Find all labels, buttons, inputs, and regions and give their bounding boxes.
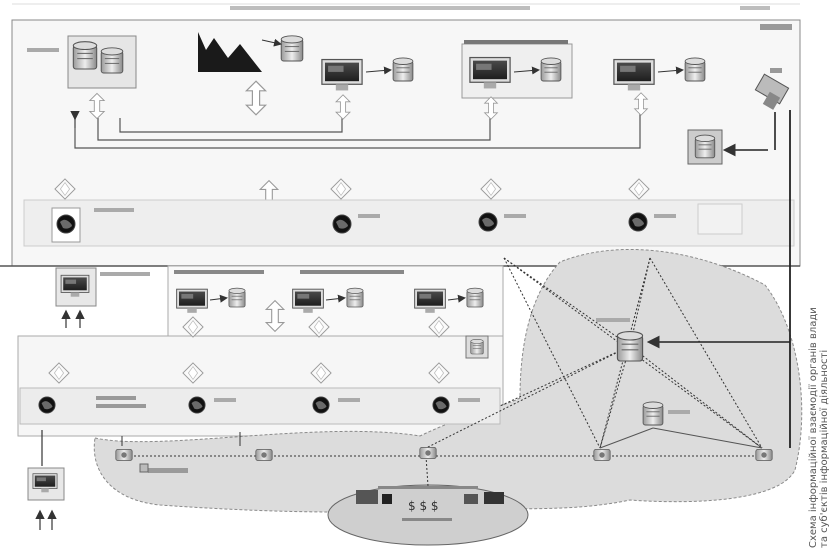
server-icon — [694, 134, 716, 159]
top-group-1 — [321, 57, 414, 92]
caption-line-2: та суб'єктів інформаційної діяльності — [819, 349, 830, 548]
router-icon — [419, 447, 437, 459]
router-icon — [255, 449, 273, 461]
scan-title-placeholder — [230, 6, 530, 10]
top-bus — [70, 108, 641, 149]
globe-icon — [628, 212, 648, 232]
server-icon — [540, 57, 562, 82]
server-icon — [642, 401, 664, 426]
router-icon — [755, 449, 773, 461]
scan-corner-label — [760, 24, 792, 30]
globe-icon — [56, 214, 76, 234]
server-icon — [466, 287, 484, 308]
operator-device — [484, 492, 504, 504]
top-group-3 — [613, 57, 706, 92]
scan-label-placeholder — [27, 48, 59, 52]
mid-group-1 — [174, 270, 264, 314]
router-icon — [593, 449, 611, 461]
router-icon — [115, 449, 133, 461]
caption-line-1: Схема інформаційної взаємодії органів вл… — [808, 307, 819, 548]
globe-icon — [312, 396, 330, 414]
mid-group-3 — [413, 287, 484, 314]
landscape-image — [198, 32, 262, 72]
local-gateway-strip — [19, 387, 501, 425]
globe-icon — [332, 214, 352, 234]
server-icon — [72, 41, 98, 70]
server-icon — [280, 35, 304, 62]
globe-icon — [432, 396, 450, 414]
mid-group-2 — [291, 270, 404, 314]
server-icon — [616, 331, 644, 362]
gateway-strip — [23, 199, 795, 247]
scan-corner-placeholder — [740, 6, 770, 10]
server-icon — [392, 57, 414, 82]
operator-device — [356, 490, 378, 504]
satellite-icon — [754, 68, 790, 110]
globe-icon — [478, 212, 498, 232]
globe-icon — [188, 396, 206, 414]
operator-device — [382, 494, 392, 504]
top-group-2 — [461, 40, 573, 99]
server-icon — [228, 287, 246, 308]
currency-glyphs: $ $ $ — [408, 499, 439, 513]
regional-bodies-panel — [167, 265, 504, 337]
operator-device — [464, 494, 478, 504]
figure-caption: Схема інформаційної взаємодії органів вл… — [808, 218, 830, 548]
server-icon — [100, 47, 124, 74]
server-icon — [346, 287, 364, 308]
server-icon — [684, 57, 706, 82]
server-icon — [470, 338, 484, 355]
globe-icon — [38, 396, 56, 414]
